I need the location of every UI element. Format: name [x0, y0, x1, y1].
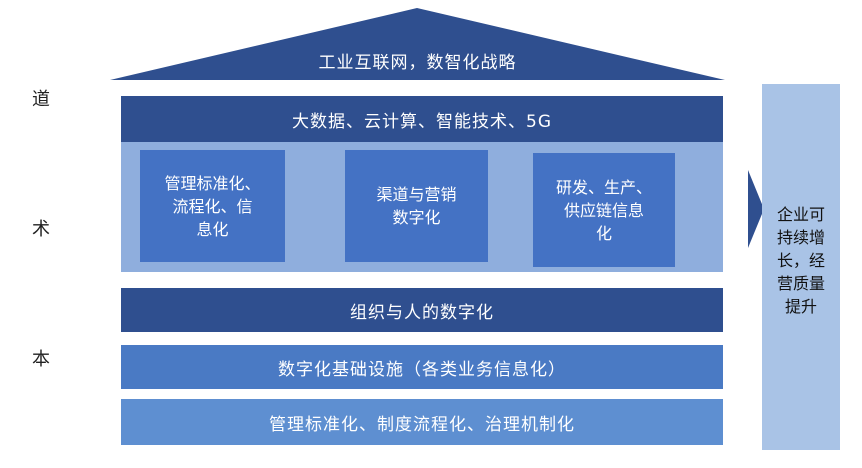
roof-text: 工业互联网，数智化战略	[318, 53, 517, 73]
card-management: 管理标准化、 流程化、信 息化	[140, 150, 285, 262]
mgmt-bar: 管理标准化、制度流程化、治理机制化	[121, 399, 723, 445]
outcome-line: 长，经	[776, 251, 825, 270]
outcome-line: 提升	[784, 297, 817, 316]
card-line: 流程化、信	[172, 196, 253, 216]
infra-bar: 数字化基础设施（各类业务信息化）	[121, 345, 723, 389]
card-line: 数字化	[392, 208, 441, 227]
infra-bar-text: 数字化基础设施（各类业务信息化）	[278, 359, 566, 380]
outcome-line: 营质量	[776, 274, 825, 293]
org-bar: 组织与人的数字化	[121, 288, 723, 332]
strategy-roof	[110, 8, 725, 80]
tech-bar-text: 大数据、云计算、智能技术、5G	[292, 111, 552, 132]
outcome-text: 企业可 持续增 长，经 营质量 提升	[764, 203, 838, 318]
roof-triangle	[110, 8, 725, 80]
mgmt-bar-text: 管理标准化、制度流程化、治理机制化	[269, 414, 575, 435]
tech-bar: 大数据、云计算、智能技术、5G	[121, 96, 723, 142]
outcome-line: 持续增	[776, 228, 825, 247]
card-rd-production: 研发、生产、 供应链信息 化	[533, 153, 675, 267]
outcome-column	[762, 84, 840, 450]
card-line: 管理标准化、	[164, 173, 261, 193]
card-marketing: 渠道与营销 数字化	[345, 150, 488, 262]
label-dao: 道	[32, 89, 50, 110]
label-ben: 本	[32, 349, 50, 370]
card-line: 研发、生产、	[555, 177, 652, 197]
card-line: 渠道与营销	[376, 185, 457, 204]
card-line: 息化	[196, 219, 229, 239]
arrow-right-icon	[748, 170, 764, 248]
card-line: 化	[595, 223, 612, 243]
card-line: 供应链信息	[563, 200, 644, 220]
label-shu: 术	[32, 219, 50, 240]
outcome-line: 企业可	[776, 205, 825, 224]
org-bar-text: 组织与人的数字化	[350, 302, 494, 323]
